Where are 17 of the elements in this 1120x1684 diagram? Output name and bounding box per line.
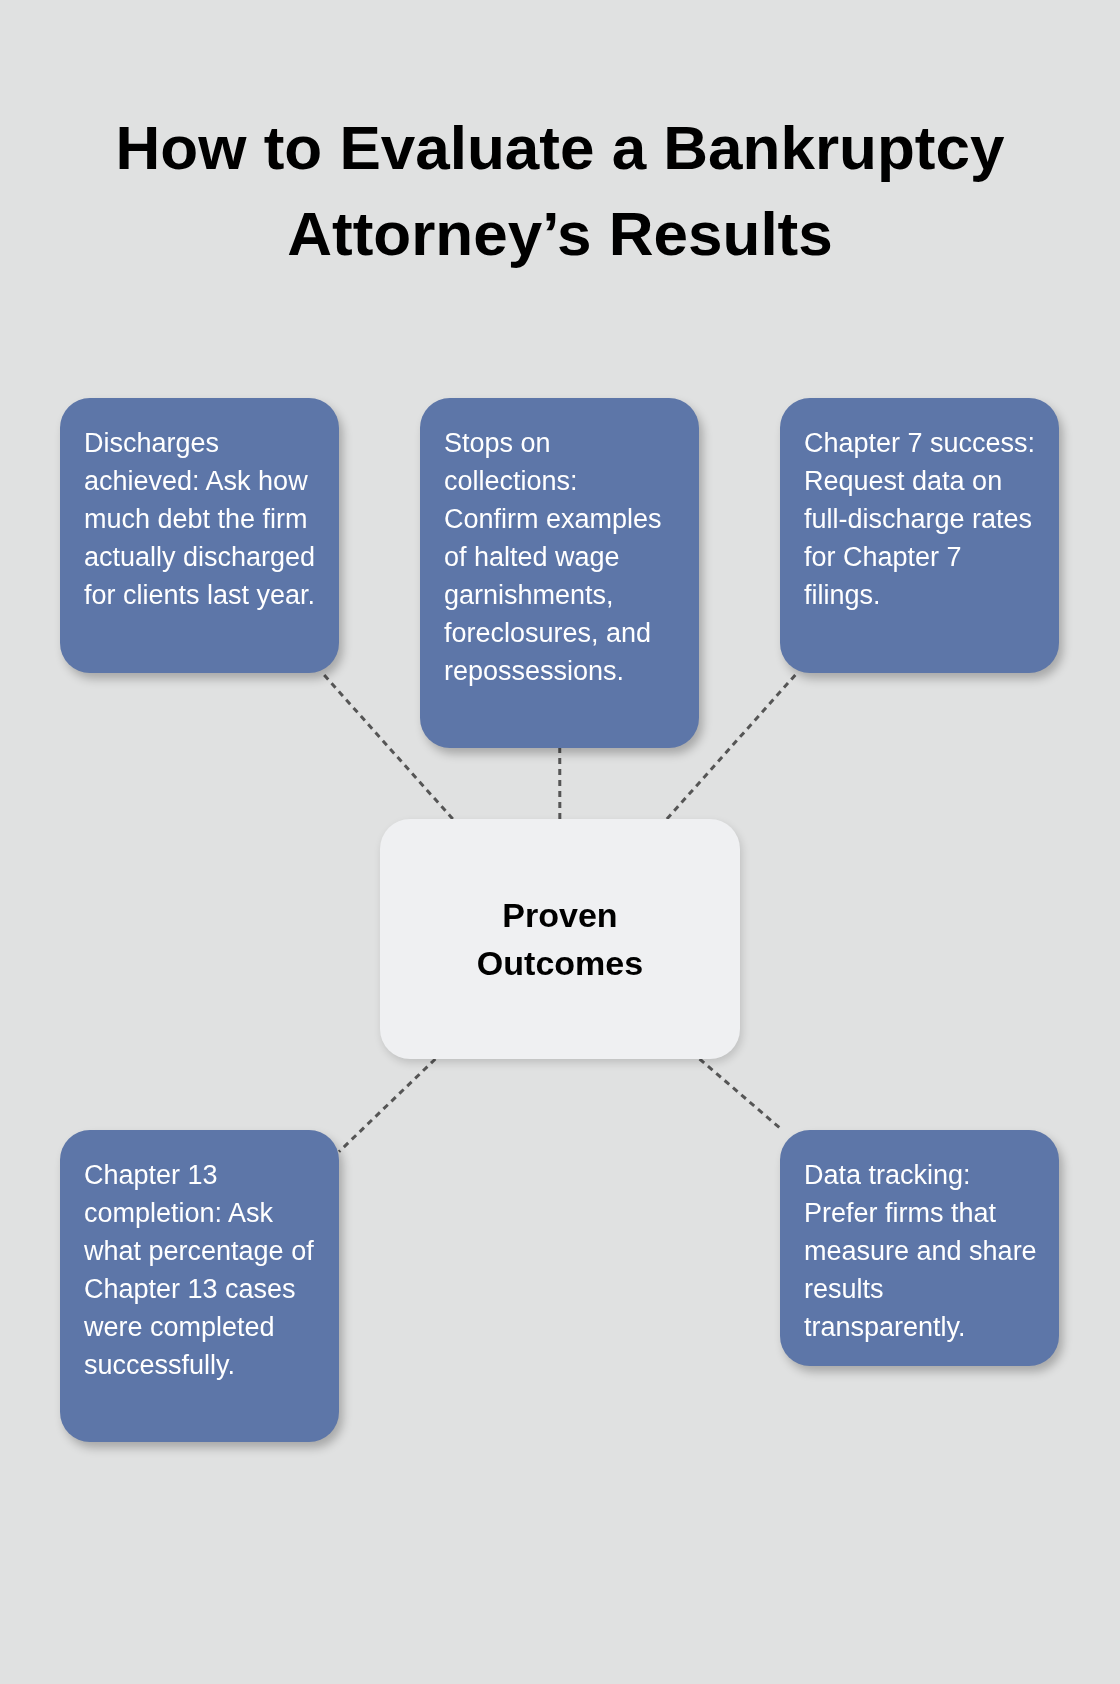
card-text: Chapter 7 success: Request data on full-discharge rates for Chapter 7 filings. xyxy=(804,427,1037,612)
card-text: Discharges achieved: Ask how much debt the firm actually discharged for clients last year. xyxy=(84,427,317,612)
info-card xyxy=(60,1130,339,1442)
card-text: Data tracking: Prefer firms that measure and share results transparently. xyxy=(804,1159,1037,1344)
info-card xyxy=(420,398,699,748)
hub-box xyxy=(380,819,740,1059)
info-card xyxy=(780,398,1059,673)
dashed-connector xyxy=(321,672,454,820)
title: How to Evaluate a Bankruptcy Attorney’s Results xyxy=(114,112,1006,270)
card-text: Chapter 13 completion: Ask what percentage of Chapter 13 cases were completed successfully. xyxy=(84,1159,315,1382)
dashed-connector xyxy=(337,1057,437,1153)
dashed-connector xyxy=(665,672,799,820)
info-card xyxy=(780,1130,1059,1366)
dashed-connector xyxy=(558,748,562,819)
hub-label: Proven Outcomes xyxy=(475,895,645,984)
card-text: Stops on collections: Confirm examples of halted wage garnishments, foreclosures, and repossessions. xyxy=(444,427,663,688)
info-card xyxy=(60,398,339,673)
